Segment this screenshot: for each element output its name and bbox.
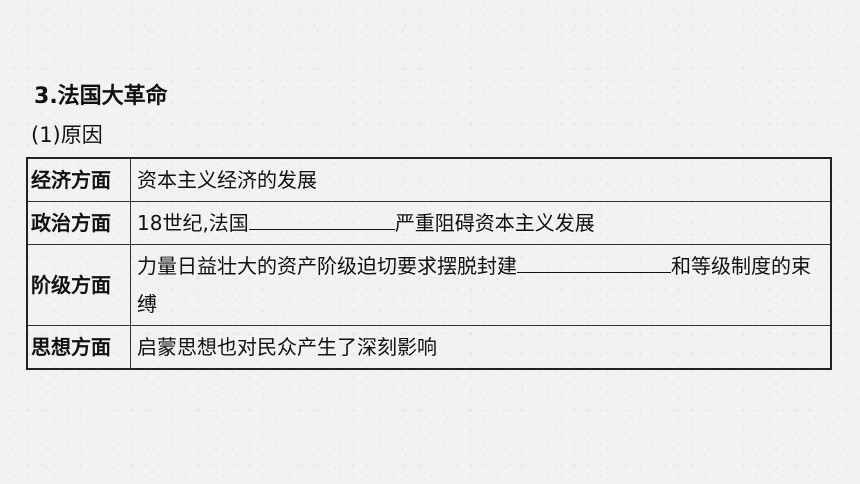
row-content: 18世纪,法国 严重阻碍资本主义发展 [130,201,832,245]
row-content: 资本主义经济的发展 [130,157,832,202]
table-row: 经济方面 资本主义经济的发展 [26,157,832,202]
row-aspect-label: 阶级方面 [26,244,131,326]
table-row: 政治方面 18世纪,法国 严重阻碍资本主义发展 [26,201,832,245]
row-aspect-label: 思想方面 [26,325,131,370]
table-row: 思想方面 启蒙思想也对民众产生了深刻影响 [26,325,832,370]
section-title-text: .法国大革命 [49,84,168,109]
section-number: 3 [34,84,50,109]
row-content-text-after: 和等级制度的束缚 [137,254,811,316]
row-content: 力量日益壮大的资产阶级迫切要求摆脱封建和等级制度的束缚 [130,244,832,326]
fill-in-blank[interactable] [517,254,671,273]
row-content-text-after: 严重阻碍资本主义发展 [394,211,595,235]
row-aspect-label: 经济方面 [26,157,131,202]
row-content-text: 18世纪,法国 [137,211,249,235]
row-content-text: 启蒙思想也对民众产生了深刻影响 [137,335,437,359]
row-content: 启蒙思想也对民众产生了深刻影响 [130,325,832,370]
fill-in-blank[interactable] [248,211,395,230]
causes-table: 经济方面 资本主义经济的发展 政治方面 18世纪,法国 严重阻碍资本主义发展 阶级… [26,157,832,370]
row-content-text: 力量日益壮大的资产阶级迫切要求摆脱封建 [137,254,517,278]
table-row: 阶级方面 力量日益壮大的资产阶级迫切要求摆脱封建和等级制度的束缚 [26,244,832,326]
row-content-text: 资本主义经济的发展 [137,168,317,192]
subsection-title: (1)原因 [31,123,103,147]
row-aspect-label: 政治方面 [26,201,131,245]
section-title: 3.法国大革命 [34,82,168,112]
